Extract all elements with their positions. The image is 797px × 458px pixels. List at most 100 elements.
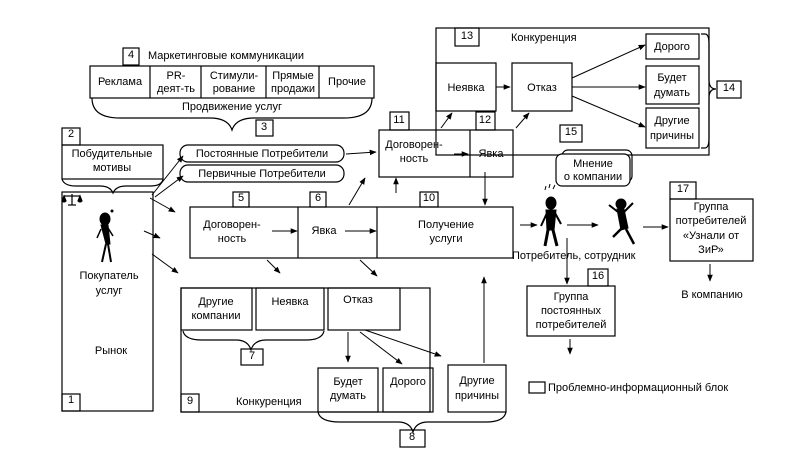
competition-top-label: Конкуренция	[511, 32, 577, 44]
expensive-box	[382, 367, 434, 413]
other-reasons-box	[447, 364, 507, 413]
number-12: 12	[479, 114, 491, 126]
other-label: Прочие	[328, 76, 366, 88]
competition-top-brace	[701, 33, 717, 149]
labels: 1 2 3 4 5 6 7 8 9 10 11 12 13 14 15 16 1…	[68, 30, 746, 443]
consumer-figure-icon	[540, 183, 562, 247]
market-block	[61, 191, 154, 412]
number-2: 2	[68, 128, 74, 140]
number-box-10	[419, 191, 439, 208]
expensive-label: Дорого	[390, 376, 426, 388]
number-9: 9	[187, 395, 193, 407]
expensive-top-box	[645, 33, 700, 60]
permanent-consumers-pill	[179, 144, 345, 163]
expensive-top-label: Дорого	[654, 41, 690, 53]
promotion-brace	[91, 97, 373, 132]
number-11: 11	[393, 114, 404, 126]
group-heard-line2: потребителей	[676, 215, 747, 227]
direct-sales-label-line1: Прямые	[272, 70, 313, 82]
number-box-8	[399, 429, 426, 448]
group-permanent-line3: потребителей	[536, 319, 607, 331]
marketing-title: Маркетинговые коммуникации	[148, 50, 304, 62]
arrows	[143, 44, 713, 365]
market-label: Рынок	[95, 345, 127, 357]
number-box-3	[255, 119, 274, 137]
motives-label-line1: Побудительные	[72, 148, 153, 160]
number-15: 15	[565, 126, 577, 138]
happy-figure-icon	[608, 198, 636, 245]
motives-label-line2: мотивы	[93, 162, 131, 174]
number-box-5	[232, 191, 250, 208]
stimulation-label-line2: рование	[213, 83, 255, 95]
number-16: 16	[592, 270, 604, 282]
pr-label-line2: деят-ть	[157, 83, 195, 95]
agreement-line1: Договорен-	[203, 219, 261, 231]
primary-consumers-pill	[179, 164, 345, 183]
refusal-top-label: Отказ	[527, 82, 557, 94]
competition-bottom-label: Конкуренция	[236, 396, 302, 408]
group-heard-line4: ЗиР»	[698, 244, 724, 256]
group-permanent-line2: постоянных	[541, 305, 602, 317]
permanent-consumers-label: Постоянные Потребители	[196, 148, 328, 160]
number-14: 14	[723, 82, 735, 94]
refusal-label: Отказ	[343, 294, 373, 306]
other-companies-box	[180, 287, 253, 331]
consumer-employee-label: Потребитель, сотрудник	[512, 250, 636, 262]
refusal-box	[327, 287, 401, 331]
group-permanent-line1: Группа	[554, 291, 590, 303]
opinion-bubble	[555, 153, 631, 187]
agreement-top-line1: Договорен-	[385, 139, 443, 151]
primary-consumers-label: Первичные Потребители	[198, 168, 326, 180]
scales-icon	[61, 194, 83, 206]
number-box-1	[61, 393, 81, 412]
number-box-13	[454, 27, 480, 47]
other-reasons-line1: Другие	[459, 375, 494, 387]
group-permanent-box	[526, 285, 616, 337]
other-companies-line2: компании	[191, 310, 240, 322]
number-8: 8	[409, 431, 415, 443]
number-7: 7	[249, 350, 255, 362]
advertising-label: Реклама	[98, 76, 143, 88]
promotion-label: Продвижение услуг	[182, 101, 282, 113]
number-6: 6	[315, 192, 321, 204]
other-reasons-top-box	[645, 107, 700, 149]
bottom-right-brace	[317, 411, 507, 435]
agreement-top-line2: ность	[400, 153, 429, 165]
attendance-label: Явка	[312, 225, 338, 237]
number-box-15	[559, 124, 583, 143]
number-box-12	[475, 111, 496, 131]
will-think-line1: Будет	[333, 376, 362, 388]
other-reasons-top-line1: Другие	[654, 115, 689, 127]
number-17: 17	[677, 183, 689, 195]
pr-label-line1: PR-	[167, 70, 186, 82]
number-10: 10	[423, 192, 435, 204]
will-think-top-box	[645, 65, 700, 105]
number-box-14	[716, 80, 742, 99]
number-3: 3	[261, 121, 267, 133]
number-4: 4	[128, 49, 134, 61]
number-box-6	[309, 191, 327, 208]
buyer-figure-icon	[96, 209, 114, 263]
no-show-label: Неявка	[271, 296, 309, 308]
other-reasons-line2: причины	[455, 390, 499, 402]
group-heard-line3: «Узнали от	[683, 230, 739, 242]
agreement-attendance-top-box	[378, 129, 514, 178]
no-show-box	[255, 287, 325, 331]
motives-brace	[61, 178, 164, 195]
attendance-top-label: Явка	[479, 148, 505, 160]
number-box-16	[587, 268, 609, 287]
number-box-11	[389, 111, 410, 131]
opinion-line1: Мнение	[573, 158, 613, 170]
service-line2: услуги	[430, 233, 463, 245]
to-company-label: В компанию	[681, 289, 743, 301]
will-think-line2: думать	[330, 390, 366, 402]
buyer-label-line2: услуг	[96, 285, 123, 297]
will-think-top-line1: Будет	[657, 72, 686, 84]
will-think-box	[317, 367, 379, 413]
number-box-4	[122, 47, 140, 66]
direct-sales-label-line2: продажи	[271, 83, 315, 95]
other-reasons-top-line2: причины	[650, 130, 694, 142]
stimulation-label-line1: Стимули-	[210, 70, 259, 82]
opinion-line2: о компании	[564, 171, 622, 183]
